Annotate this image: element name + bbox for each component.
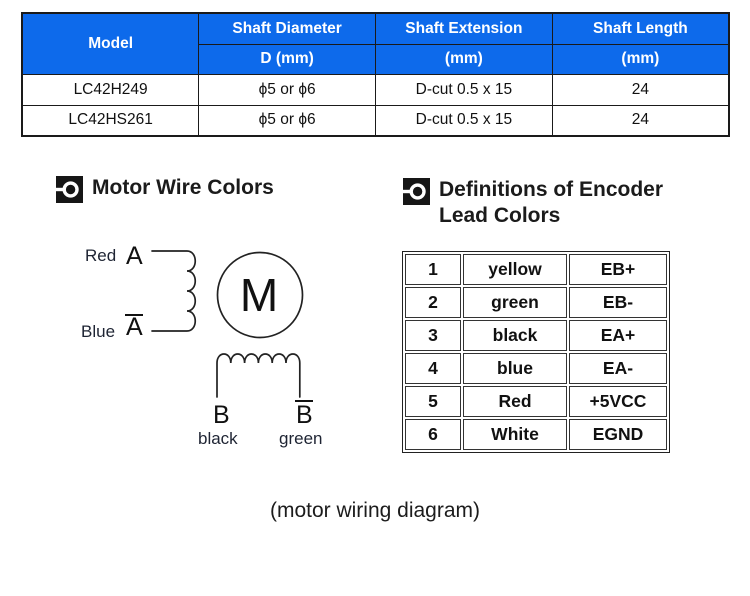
spec-cell-model: LC42H249	[21, 73, 200, 106]
spec-cell-length: 24	[551, 73, 730, 106]
phase-b-coil	[216, 353, 301, 398]
encoder-signal: EB+	[569, 254, 667, 285]
encoder-table-row: 2 green EB-	[405, 287, 667, 318]
encoder-lead-colors-title: Definitions of Encoder Lead Colors	[439, 177, 663, 229]
motor-wiring-diagram: Red A Blue A M B B black green	[81, 242, 322, 448]
encoder-signal: EA+	[569, 320, 667, 351]
spec-header-shaft-extension: Shaft Extension	[375, 12, 553, 45]
encoder-pin: 1	[405, 254, 461, 285]
phase-a-coil	[151, 250, 197, 332]
encoder-table-row: 1 yellow EB+	[405, 254, 667, 285]
spec-cell-diameter: ϕ5 or ϕ6	[198, 73, 376, 106]
encoder-wire-color: White	[463, 419, 567, 450]
encoder-signal: +5VCC	[569, 386, 667, 417]
encoder-wire-color: Red	[463, 386, 567, 417]
spec-table-row: LC42HS261 ϕ5 or ϕ6 D-cut 0.5 x 15 24	[21, 104, 730, 137]
spec-header-shaft-length: Shaft Length	[551, 12, 730, 45]
encoder-wire-color: blue	[463, 353, 567, 384]
motor-wire-colors-heading: Motor Wire Colors	[56, 175, 274, 203]
spec-unit-extension: (mm)	[375, 43, 553, 75]
encoder-wire-color: yellow	[463, 254, 567, 285]
encoder-wire-color: green	[463, 287, 567, 318]
spec-header-shaft-diameter: Shaft Diameter	[198, 12, 376, 45]
spec-cell-diameter: ϕ5 or ϕ6	[198, 104, 376, 137]
encoder-table-row: 5 Red +5VCC	[405, 386, 667, 417]
phase-b-right-color-label: green	[279, 429, 322, 448]
encoder-signal: EGND	[569, 419, 667, 450]
phase-a-bottom-terminal-label: A	[126, 313, 143, 341]
phase-b-left-color-label: black	[198, 429, 238, 448]
target-bullet-icon	[56, 176, 83, 203]
encoder-title-line1: Definitions of Encoder	[439, 178, 664, 201]
target-bullet-icon	[403, 178, 430, 205]
encoder-pin: 3	[405, 320, 461, 351]
encoder-signal: EB-	[569, 287, 667, 318]
encoder-lead-table: 1 yellow EB+ 2 green EB- 3 black EA+ 4 b…	[402, 251, 670, 453]
spec-header-model: Model	[21, 12, 200, 75]
encoder-title-line2: Lead Colors	[439, 204, 561, 227]
motor-symbol-label: M	[240, 269, 278, 321]
spec-cell-model: LC42HS261	[21, 104, 200, 137]
encoder-lead-colors-heading: Definitions of Encoder Lead Colors	[403, 177, 663, 229]
motor-wire-colors-title: Motor Wire Colors	[92, 176, 274, 199]
encoder-table-row: 6 White EGND	[405, 419, 667, 450]
phase-b-left-terminal-label: B	[213, 401, 230, 429]
encoder-table-row: 4 blue EA-	[405, 353, 667, 384]
encoder-table-row: 3 black EA+	[405, 320, 667, 351]
phase-a-bottom-color-label: Blue	[81, 322, 115, 341]
spec-cell-length: 24	[551, 104, 730, 137]
encoder-pin: 4	[405, 353, 461, 384]
phase-b-right-terminal-label: B	[296, 401, 313, 429]
motor-circle	[216, 251, 304, 339]
spec-unit-length: (mm)	[551, 43, 730, 75]
spec-cell-extension: D-cut 0.5 x 15	[375, 73, 553, 106]
encoder-signal: EA-	[569, 353, 667, 384]
encoder-pin: 2	[405, 287, 461, 318]
encoder-pin: 6	[405, 419, 461, 450]
encoder-wire-color: black	[463, 320, 567, 351]
spec-table-row: LC42H249 ϕ5 or ϕ6 D-cut 0.5 x 15 24	[21, 73, 730, 106]
phase-a-top-terminal-label: A	[126, 242, 143, 270]
encoder-pin: 5	[405, 386, 461, 417]
diagram-caption: (motor wiring diagram)	[269, 499, 481, 522]
shaft-spec-table: Model Shaft Diameter Shaft Extension Sha…	[21, 12, 730, 137]
spec-cell-extension: D-cut 0.5 x 15	[375, 104, 553, 137]
phase-a-top-color-label: Red	[85, 246, 116, 265]
spec-unit-diameter: D (mm)	[198, 43, 376, 75]
